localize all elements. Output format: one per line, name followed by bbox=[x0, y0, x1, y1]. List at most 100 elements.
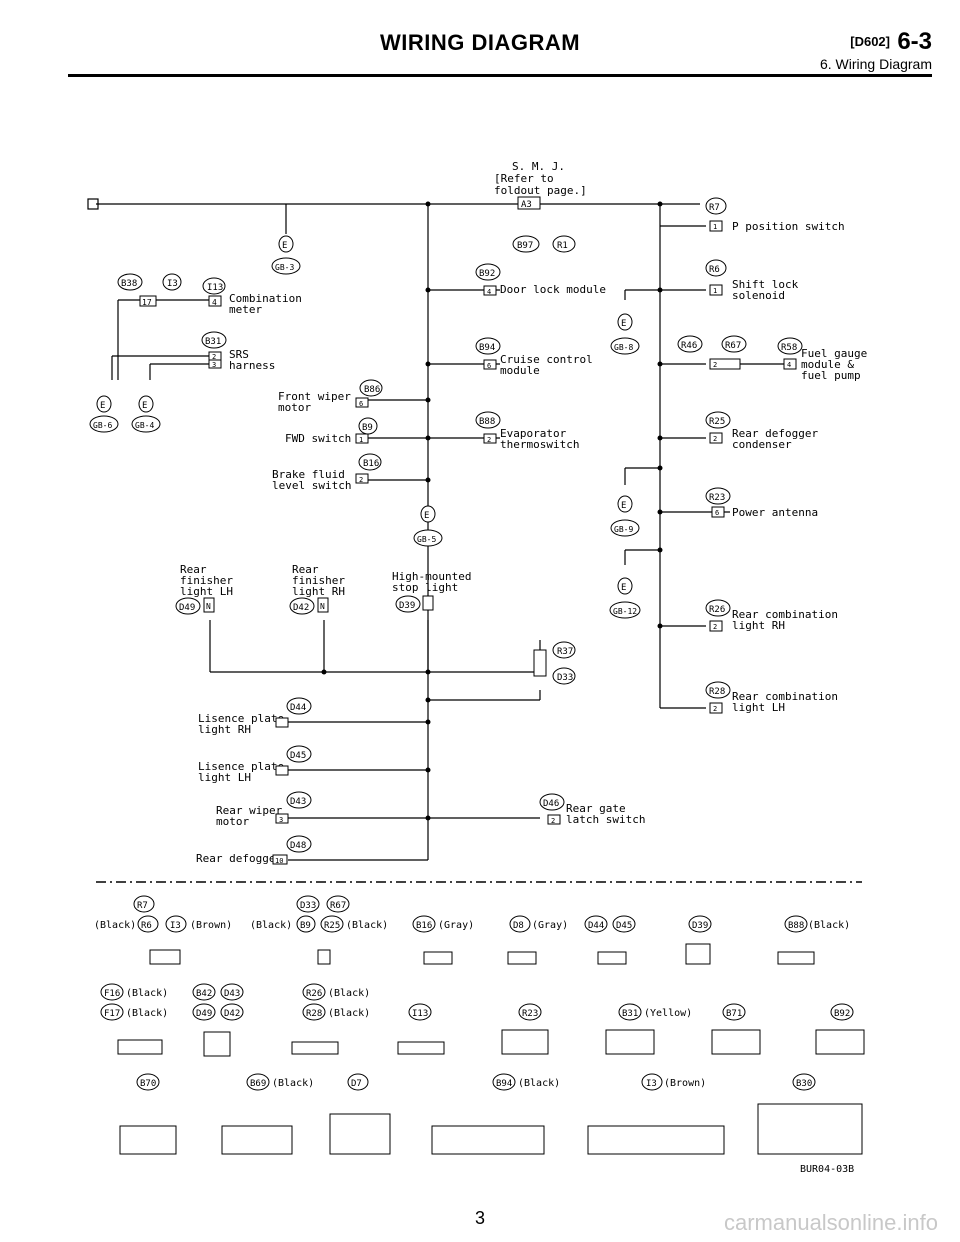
svg-text:1: 1 bbox=[359, 436, 363, 444]
svg-text:D42: D42 bbox=[293, 603, 309, 613]
svg-text:Rear wiper: Rear wiper bbox=[216, 804, 283, 817]
svg-text:B9: B9 bbox=[300, 921, 311, 931]
svg-text:D45: D45 bbox=[616, 921, 632, 931]
license-plate-light-lh: D45 Lisence plate light LH bbox=[198, 745, 312, 784]
svg-text:I3: I3 bbox=[646, 1079, 657, 1089]
svg-text:Fuel gauge: Fuel gauge bbox=[801, 347, 867, 360]
svg-text:fuel pump: fuel pump bbox=[801, 369, 861, 382]
svg-text:R25: R25 bbox=[324, 921, 340, 931]
svg-text:condenser: condenser bbox=[732, 438, 792, 451]
svg-text:4: 4 bbox=[212, 298, 217, 307]
connector-legend: R7 (Black) R6 I3 (Brown) D33 R67 (Black)… bbox=[94, 895, 865, 1175]
svg-text:finisher: finisher bbox=[180, 574, 233, 587]
svg-text:B16: B16 bbox=[416, 921, 432, 931]
svg-text:(Black): (Black) bbox=[126, 1008, 168, 1019]
rear-defogger-condenser: R25 2 Rear defogger condenser bbox=[705, 411, 818, 451]
svg-text:foldout page.]: foldout page.] bbox=[494, 184, 587, 197]
svg-text:Lisence plate: Lisence plate bbox=[198, 760, 284, 773]
svg-text:GB-6: GB-6 bbox=[93, 421, 112, 430]
svg-text:R25: R25 bbox=[709, 417, 725, 427]
ground-gb9: E GB-9 bbox=[610, 495, 640, 537]
svg-text:3: 3 bbox=[279, 816, 283, 824]
svg-text:motor: motor bbox=[216, 815, 249, 828]
svg-text:D49: D49 bbox=[179, 603, 195, 613]
svg-text:D43: D43 bbox=[290, 797, 306, 807]
svg-text:stop light: stop light bbox=[392, 581, 458, 594]
svg-text:N: N bbox=[320, 602, 325, 611]
svg-text:R1: R1 bbox=[557, 241, 568, 251]
svg-text:D46: D46 bbox=[543, 799, 559, 809]
svg-text:R28: R28 bbox=[306, 1009, 322, 1019]
svg-text:6: 6 bbox=[359, 400, 363, 408]
svg-text:B16: B16 bbox=[363, 459, 379, 469]
svg-text:B38: B38 bbox=[121, 279, 137, 289]
svg-text:Front wiper: Front wiper bbox=[278, 390, 351, 403]
ground-gb12: E GB-12 bbox=[609, 577, 641, 619]
rear-gate-latch-switch: D46 2 Rear gate latch switch bbox=[539, 793, 645, 826]
svg-text:B94: B94 bbox=[496, 1079, 512, 1089]
svg-text:Rear combination: Rear combination bbox=[732, 690, 838, 703]
svg-text:D48: D48 bbox=[290, 841, 306, 851]
svg-text:harness: harness bbox=[229, 359, 275, 372]
rear-wiper-motor: D43 Rear wiper motor 3 bbox=[216, 791, 312, 828]
svg-text:F17: F17 bbox=[104, 1009, 120, 1019]
svg-text:R23: R23 bbox=[709, 493, 725, 503]
svg-text:R6: R6 bbox=[709, 265, 720, 275]
svg-text:D8: D8 bbox=[513, 921, 524, 931]
svg-text:thermoswitch: thermoswitch bbox=[500, 438, 579, 451]
svg-text:B31: B31 bbox=[622, 1009, 638, 1019]
svg-text:2: 2 bbox=[212, 353, 216, 361]
svg-text:S. M. J.: S. M. J. bbox=[512, 160, 565, 173]
svg-text:D33: D33 bbox=[557, 673, 573, 683]
svg-text:D44: D44 bbox=[290, 703, 306, 713]
svg-text:(Gray): (Gray) bbox=[532, 920, 568, 931]
svg-text:R37: R37 bbox=[557, 647, 573, 657]
svg-text:E: E bbox=[100, 401, 105, 411]
svg-text:BUR04-03B: BUR04-03B bbox=[800, 1164, 854, 1175]
svg-text:Rear defogger: Rear defogger bbox=[196, 852, 282, 865]
svg-text:17: 17 bbox=[142, 298, 152, 307]
ground-gb8: E GB-8 bbox=[610, 313, 640, 355]
ground-gb4: E GB-4 bbox=[131, 395, 161, 433]
cruise-control-module: B94 6 Cruise control module bbox=[475, 337, 593, 377]
svg-text:I13: I13 bbox=[412, 1009, 428, 1019]
ground-gb3: E GB-3 bbox=[271, 235, 301, 275]
svg-text:2: 2 bbox=[713, 361, 717, 369]
svg-text:Rear combination: Rear combination bbox=[732, 608, 838, 621]
svg-text:E: E bbox=[282, 241, 287, 251]
svg-text:2: 2 bbox=[359, 476, 363, 484]
svg-text:D39: D39 bbox=[692, 921, 708, 931]
svg-text:light LH: light LH bbox=[732, 701, 785, 714]
svg-text:High-mounted: High-mounted bbox=[392, 570, 471, 583]
svg-text:GB-5: GB-5 bbox=[417, 535, 436, 544]
page-number: 3 bbox=[474, 1208, 485, 1228]
svg-text:(Gray): (Gray) bbox=[438, 920, 474, 931]
svg-text:I3: I3 bbox=[167, 279, 178, 289]
svg-text:B92: B92 bbox=[479, 269, 495, 279]
svg-text:meter: meter bbox=[229, 303, 262, 316]
section-page: 6-3 bbox=[897, 28, 932, 55]
svg-text:E: E bbox=[142, 401, 147, 411]
svg-text:B70: B70 bbox=[140, 1079, 156, 1089]
svg-text:2: 2 bbox=[487, 436, 491, 444]
fuel-gauge-module: R46 R67 R58 2 4 Fuel gauge module & fuel… bbox=[677, 335, 867, 382]
svg-text:(Black): (Black) bbox=[808, 920, 850, 931]
svg-text:1: 1 bbox=[713, 287, 717, 295]
svg-text:(Yellow): (Yellow) bbox=[644, 1008, 692, 1019]
svg-text:4: 4 bbox=[487, 288, 491, 296]
diagram-code: [D602] bbox=[850, 34, 890, 49]
svg-text:D44: D44 bbox=[588, 921, 604, 931]
svg-text:R26: R26 bbox=[306, 989, 322, 999]
svg-text:SRS: SRS bbox=[229, 348, 249, 361]
svg-text:finisher: finisher bbox=[292, 574, 345, 587]
svg-text:B88: B88 bbox=[479, 417, 495, 427]
svg-text:light RH: light RH bbox=[292, 585, 345, 598]
ground-gb6: E GB-6 bbox=[89, 395, 119, 433]
svg-text:D33: D33 bbox=[300, 901, 316, 911]
svg-text:N: N bbox=[206, 602, 211, 611]
svg-text:R7: R7 bbox=[709, 203, 720, 213]
svg-text:level switch: level switch bbox=[272, 479, 351, 492]
svg-text:Evaporator: Evaporator bbox=[500, 427, 567, 440]
svg-text:E: E bbox=[621, 583, 626, 593]
connector-b97-r1: B97 R1 bbox=[512, 235, 576, 253]
